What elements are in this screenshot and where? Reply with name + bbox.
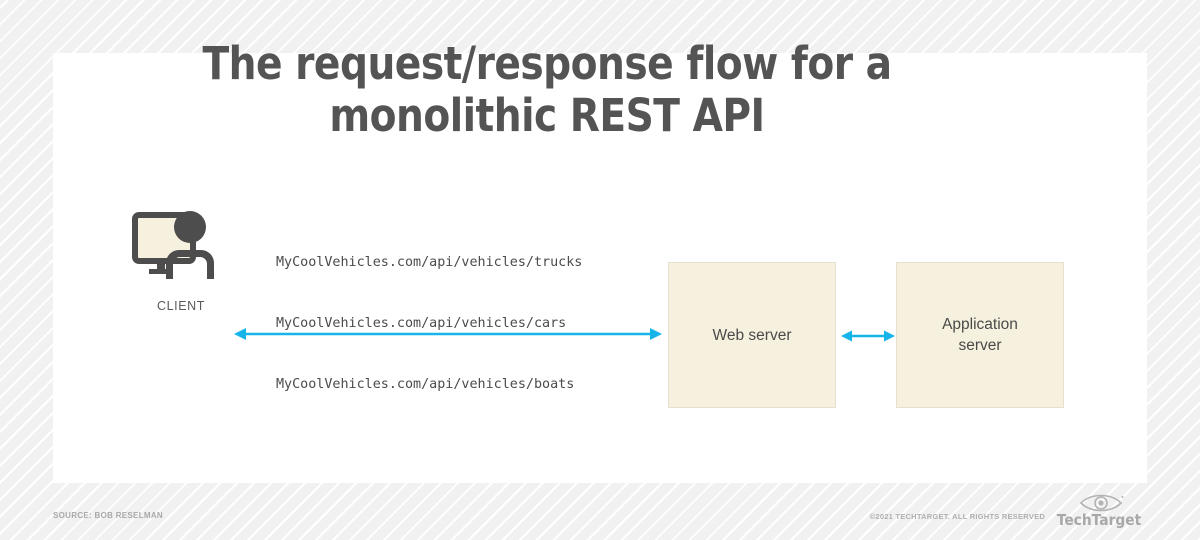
connector-web-server-to-application-server [840,327,896,345]
node-web-server-label: Web server [712,326,792,344]
client-node: CLIENT [131,207,231,319]
node-application-server-label: Application server [942,316,1018,354]
client-monitor-person-icon [131,207,231,279]
page-title: The request/response flow for a monolith… [202,37,892,142]
node-web-server: Web server [668,262,836,408]
client-label: CLIENT [156,299,206,313]
footer-copyright: ©2021 TECHTARGET. ALL RIGHTS RESERVED [869,512,1045,521]
request-url: MyCoolVehicles.com/api/vehicles/boats [276,376,575,392]
request-url: MyCoolVehicles.com/api/vehicles/cars [276,316,567,332]
footer-source: SOURCE: BOB RESELMAN [53,511,164,520]
node-application-server: Application server [896,262,1064,408]
svg-text:TechTarget: TechTarget [1057,513,1142,530]
techtarget-logo: TechTarget [1051,492,1147,532]
connector-client-to-web-server [232,325,664,343]
request-url-list: MyCoolVehicles.com/api/vehicles/trucks M… [276,213,582,435]
eye-icon [1079,494,1124,512]
request-url: MyCoolVehicles.com/api/vehicles/trucks [276,255,583,271]
